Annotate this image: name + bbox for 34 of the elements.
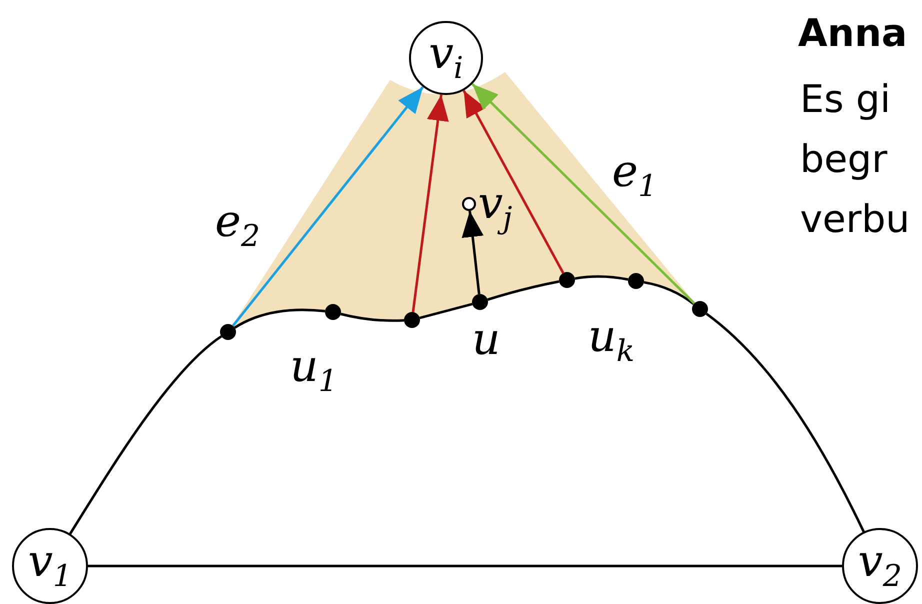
edge-line [419, 302, 473, 320]
vertex-dot [559, 272, 575, 288]
vertex-dot [404, 312, 420, 328]
vertex-dot [220, 324, 236, 340]
edge-line [234, 308, 326, 329]
edge-line [574, 275, 628, 281]
heading: Anna [798, 14, 908, 52]
vertex-label: u$_{k}$ [588, 315, 635, 367]
edge-line [706, 312, 865, 532]
edge-line [69, 335, 222, 534]
arrow [412, 94, 449, 312]
edge-line [340, 312, 404, 322]
edge-line [88, 564, 842, 568]
edge-line [487, 280, 560, 301]
vertex-label: v$_{j}$ [478, 182, 512, 234]
edge-label: e$_{1}$ [612, 150, 658, 202]
vertex-dot [325, 304, 341, 320]
vertex-dot [692, 301, 708, 317]
text-line: verbu [800, 200, 910, 238]
vertex-circle: v$_{i}$ [409, 21, 483, 95]
vertex-label: u$_{1}$ [290, 345, 338, 397]
arrow [232, 86, 424, 327]
arrow [462, 210, 484, 294]
edge-line [644, 281, 694, 306]
text-line: Es gi [800, 80, 891, 118]
vertex-dot [472, 294, 488, 310]
vertex-label: u [472, 318, 500, 362]
vertex-circle: v$_{1}$ [12, 528, 88, 604]
arrow [471, 83, 696, 304]
vertex-circle: v$_{2}$ [842, 528, 918, 604]
text-line: begr [800, 140, 888, 178]
edge-label: e$_{2}$ [215, 200, 260, 252]
arrow [462, 90, 564, 274]
vertex-dot [628, 273, 644, 289]
